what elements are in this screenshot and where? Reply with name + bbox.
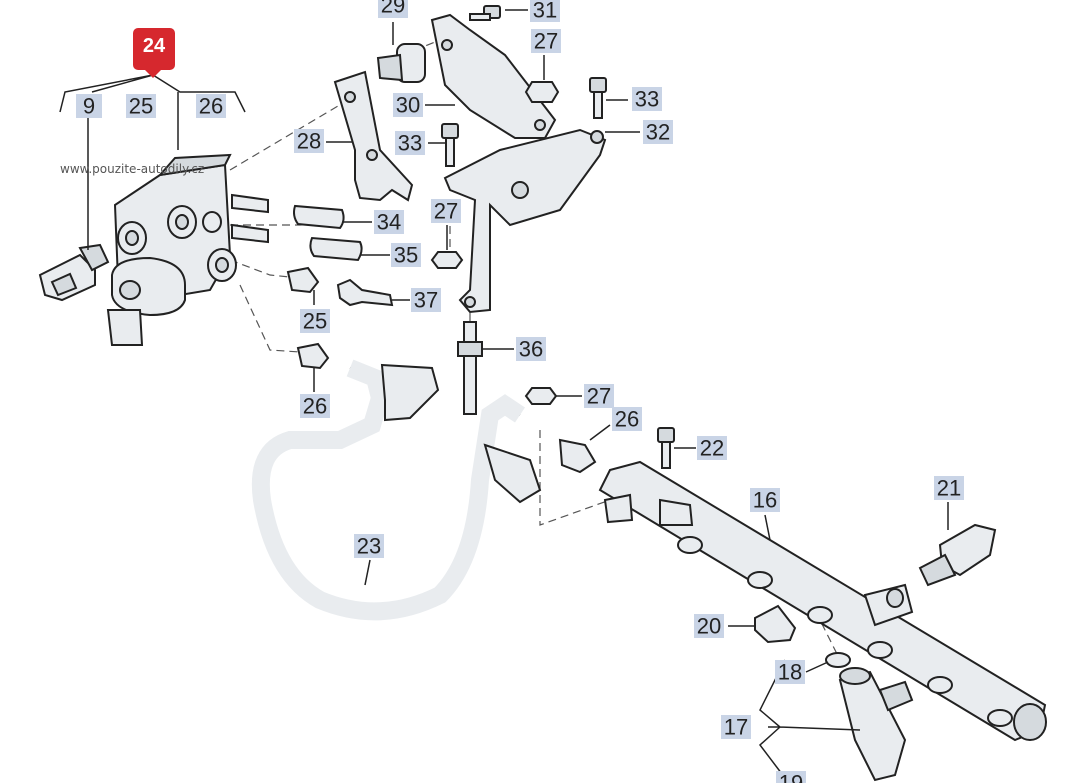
pressure-sensor-9 — [38, 243, 110, 302]
union-26b — [558, 438, 597, 474]
callout-34: 34 — [374, 210, 404, 235]
svg-text:19: 19 — [779, 771, 803, 783]
callout-30: 30 — [393, 93, 423, 118]
group-label-bg-b — [126, 94, 156, 118]
callout-21: 21 — [934, 476, 964, 501]
bracket-30 — [430, 13, 557, 139]
leader-17 — [758, 659, 861, 779]
svg-text:36: 36 — [519, 337, 543, 362]
nut-27c — [524, 387, 558, 405]
svg-text:27: 27 — [587, 384, 611, 409]
dash-line-25 — [229, 259, 301, 279]
group-label-9: 9 — [83, 94, 95, 119]
group-label-bg-a — [76, 94, 102, 118]
callout-26b: 26 — [612, 407, 642, 432]
callout-22: 22 — [697, 436, 727, 461]
union-26a — [296, 342, 330, 370]
callout-29: 29 — [378, 0, 408, 18]
rail-pressure-sensor-21 — [918, 523, 997, 587]
bolt-33a — [589, 77, 607, 119]
dash-line-18 — [809, 599, 841, 661]
callout-32: 32 — [643, 120, 673, 145]
svg-text:32: 32 — [646, 120, 670, 145]
bracket-28 — [333, 70, 414, 202]
svg-text:20: 20 — [697, 614, 721, 639]
union-25 — [286, 266, 320, 294]
callout-33a: 33 — [632, 87, 662, 112]
callout-16: 16 — [750, 488, 780, 513]
callout-26a: 26 — [300, 394, 330, 419]
main-badge-bg — [133, 28, 175, 70]
svg-text:33: 33 — [635, 87, 659, 112]
high-pressure-line-23 — [251, 359, 542, 621]
callout-18: 18 — [775, 660, 805, 685]
bolt-31 — [469, 5, 501, 21]
injector-17 — [838, 667, 914, 782]
callout-27c: 27 — [584, 384, 614, 409]
callout-27a: 27 — [531, 29, 561, 54]
group-label-25: 25 — [129, 94, 153, 119]
svg-text:33: 33 — [398, 131, 422, 156]
callout-35: 35 — [391, 243, 421, 268]
callout-23: 23 — [354, 534, 384, 559]
svg-text:26: 26 — [615, 407, 639, 432]
callout-25: 25 — [300, 309, 330, 334]
svg-text:18: 18 — [778, 660, 802, 685]
svg-text:34: 34 — [377, 210, 401, 235]
dash-line-26 — [239, 284, 301, 353]
callout-31: 31 — [530, 0, 560, 23]
group-label-26: 26 — [199, 94, 223, 119]
svg-text:25: 25 — [303, 309, 327, 334]
svg-text:28: 28 — [297, 129, 321, 154]
callout-20: 20 — [694, 614, 724, 639]
callout-27b: 27 — [431, 199, 461, 224]
nut-27a — [524, 81, 560, 103]
svg-text:16: 16 — [753, 488, 777, 513]
callout-28: 28 — [294, 129, 324, 154]
svg-text:27: 27 — [534, 29, 558, 54]
fitting-35 — [309, 236, 363, 262]
o-ring-18 — [825, 652, 851, 668]
callout-17: 17 — [721, 715, 751, 740]
svg-text:37: 37 — [414, 288, 438, 313]
svg-text:21: 21 — [937, 476, 961, 501]
leader-16 — [764, 514, 771, 541]
high-pressure-pump — [106, 153, 269, 346]
callout-33b: 33 — [395, 131, 425, 156]
dash-line-26b — [539, 430, 611, 526]
leader-26b — [589, 424, 611, 441]
callout-19: 19 — [776, 771, 806, 783]
svg-text:30: 30 — [396, 93, 420, 118]
group-label-bg-c — [196, 94, 226, 118]
line-37 — [336, 278, 394, 307]
bolt-33b — [441, 123, 459, 167]
leader-18 — [805, 661, 829, 673]
callout-37: 37 — [411, 288, 441, 313]
svg-text:23: 23 — [357, 534, 381, 559]
svg-text:22: 22 — [700, 436, 724, 461]
svg-text:26: 26 — [303, 394, 327, 419]
fuel-rail-16 — [598, 460, 1047, 742]
badge-pointer — [145, 70, 161, 78]
watermark: www.pouzite-autodily.cz — [60, 162, 204, 176]
bracket-32 — [443, 128, 607, 314]
svg-text:29: 29 — [381, 0, 405, 18]
main-badge-label: 24 — [143, 35, 166, 57]
bolt-22 — [657, 427, 675, 469]
nut-27b — [430, 251, 464, 269]
fitting-34 — [293, 204, 345, 230]
callout-36: 36 — [516, 337, 546, 362]
rubber-mount-29 — [376, 43, 426, 83]
clip-20 — [754, 604, 797, 644]
svg-text:35: 35 — [394, 243, 418, 268]
svg-text:31: 31 — [533, 0, 557, 23]
svg-text:17: 17 — [724, 715, 748, 740]
leader-group-24 — [59, 74, 246, 150]
svg-text:27: 27 — [434, 199, 458, 224]
leader-23 — [364, 559, 371, 586]
stud-36 — [457, 321, 483, 415]
